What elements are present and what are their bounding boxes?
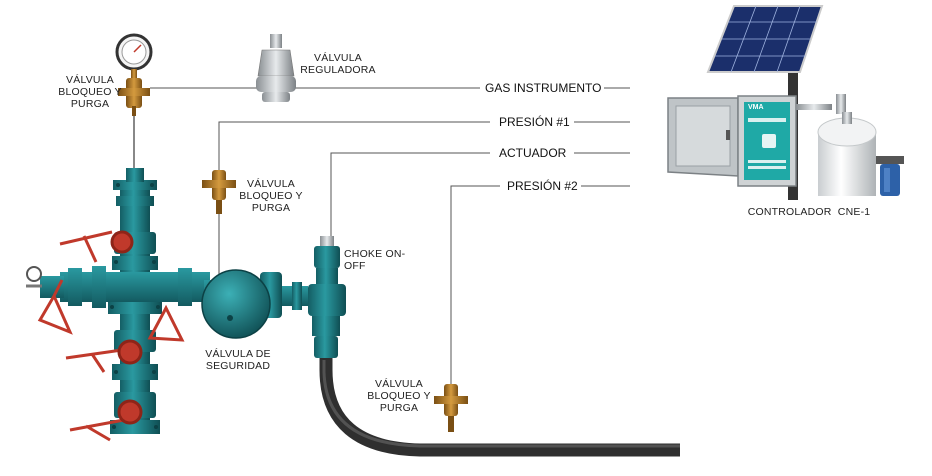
block-purge-top-line1: VÁLVULA bbox=[66, 74, 114, 86]
block-purge-mid-label: VÁLVULA BLOQUEO Y PURGA bbox=[236, 178, 306, 214]
safety-valve-label: VÁLVULA DE SEGURIDAD bbox=[200, 348, 276, 372]
handwheel-mid bbox=[65, 348, 123, 373]
regulator-valve bbox=[256, 34, 296, 102]
choke-label: CHOKE ON-OFF bbox=[344, 248, 406, 272]
block-purge-bottom-line3: PURGA bbox=[379, 402, 419, 414]
top-pressure-gauge bbox=[115, 33, 153, 79]
controller-cne1 bbox=[667, 5, 904, 200]
safety-valve-line2: SEGURIDAD bbox=[205, 360, 271, 372]
handwheel-right bbox=[147, 304, 185, 342]
block-purge-mid-line1: VÁLVULA bbox=[247, 178, 295, 190]
controller-brand: VMA bbox=[748, 104, 764, 111]
safety-valve-line1: VÁLVULA DE bbox=[205, 348, 271, 360]
handwheels bbox=[37, 230, 185, 442]
block-purge-valve-bottom bbox=[434, 384, 468, 432]
block-purge-mid-line3: PURGA bbox=[251, 202, 291, 214]
pressure2-line bbox=[450, 185, 630, 432]
tree-gauge-icon bbox=[26, 266, 42, 288]
block-purge-top-line2: BLOQUEO Y bbox=[58, 86, 122, 98]
block-purge-bottom-line2: BLOQUEO Y bbox=[367, 390, 431, 402]
regulator-label: VÁLVULA REGULADORA bbox=[300, 52, 376, 76]
handwheel-left bbox=[37, 279, 73, 335]
pressure-1-label: PRESIÓN #1 bbox=[496, 115, 573, 129]
actuator-line bbox=[330, 152, 630, 236]
solar-panel-icon bbox=[706, 5, 824, 73]
actuator-label: ACTUADOR bbox=[496, 146, 570, 160]
choke-valve bbox=[308, 236, 346, 358]
regulator-line1: VÁLVULA bbox=[314, 52, 362, 64]
block-purge-mid-line2: BLOQUEO Y bbox=[239, 190, 303, 202]
pressure-2-label: PRESIÓN #2 bbox=[504, 179, 581, 193]
block-purge-top-line3: PURGA bbox=[70, 98, 110, 110]
gas-tank bbox=[817, 112, 877, 196]
handwheel-upper bbox=[59, 230, 113, 263]
safety-valve bbox=[201, 269, 308, 339]
gas-instrument-label: GAS INSTRUMENTO bbox=[482, 81, 605, 95]
block-purge-valve-mid bbox=[202, 170, 236, 214]
pressure1-line bbox=[218, 121, 630, 186]
block-purge-valve-top bbox=[118, 78, 150, 116]
regulator-line2: REGULADORA bbox=[300, 64, 376, 76]
block-purge-bottom-label: VÁLVULA BLOQUEO Y PURGA bbox=[364, 378, 434, 414]
filter-canister bbox=[876, 156, 904, 196]
wellhead-tree bbox=[40, 168, 210, 434]
handwheel-lower bbox=[69, 418, 125, 442]
block-purge-top-label: VÁLVULA BLOQUEO Y PURGA bbox=[54, 74, 126, 110]
block-purge-bottom-line1: VÁLVULA bbox=[375, 378, 423, 390]
controller-label: CONTROLADOR CNE-1 bbox=[747, 206, 871, 218]
